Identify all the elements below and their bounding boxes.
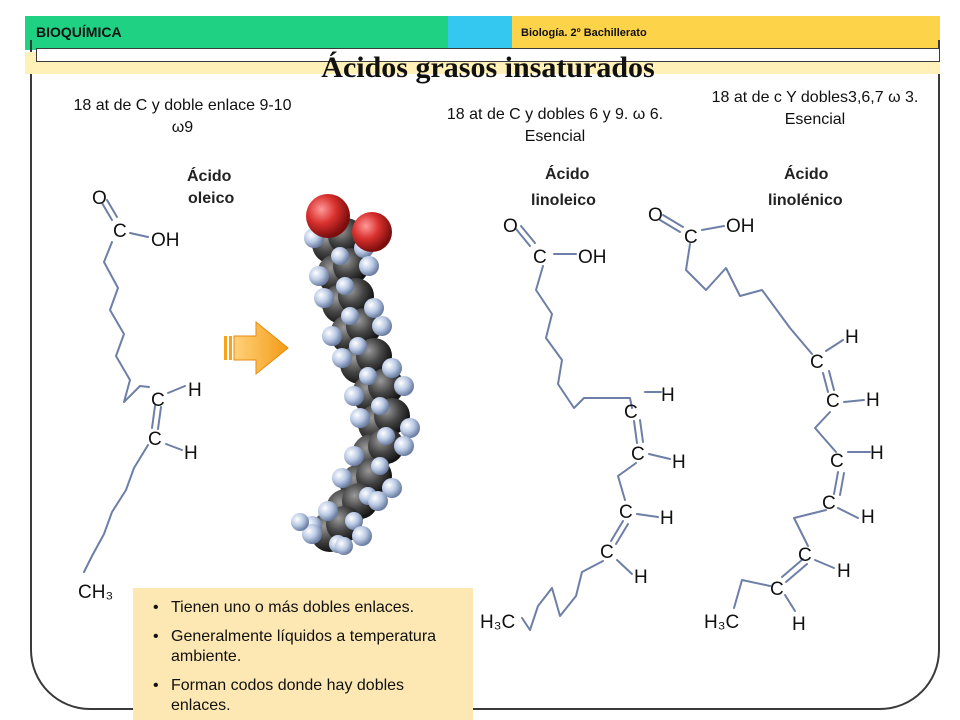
hydrogen-atom bbox=[364, 298, 384, 318]
hydrogen-atom bbox=[345, 512, 363, 530]
oleico-atom-c10: C bbox=[148, 429, 162, 450]
linoleico-name-1: Ácido bbox=[545, 164, 590, 183]
oleico-atom-c1: C bbox=[113, 221, 127, 242]
linolenico-atom-h9: H bbox=[870, 443, 884, 464]
linolenico-atom-c6: C bbox=[810, 352, 824, 373]
oleico-oh: OH bbox=[151, 230, 180, 251]
note-item: Forman codos donde hay dobles enlaces. bbox=[143, 676, 465, 716]
note-item: Tienen uno o más dobles enlaces. bbox=[143, 598, 465, 618]
caption-linolenico: 18 at de c Y dobles3,6,7 ω 3. Esencial bbox=[711, 89, 919, 128]
oleico-bonds bbox=[83, 199, 186, 573]
linolenico-atom-o: O bbox=[648, 205, 663, 226]
orange-arrow-icon bbox=[224, 320, 289, 376]
hydrogen-atom bbox=[359, 367, 377, 385]
linoleico-name-2: linoleico bbox=[531, 192, 596, 209]
linoleico-h3c: H₃C bbox=[480, 612, 515, 633]
linoleico-atom-c12: C bbox=[619, 502, 633, 523]
hydrogen-atom bbox=[331, 247, 349, 265]
linolenico-atom-c1: C bbox=[684, 227, 698, 248]
caption-oleico: 18 at de C y doble enlace 9-10 ω9 bbox=[73, 97, 292, 136]
notes-box: Tienen uno o más dobles enlaces. General… bbox=[133, 588, 473, 720]
slide-title: Ácidos grasos insaturados bbox=[321, 51, 655, 84]
hydrogen-atom bbox=[349, 337, 367, 355]
hydrogen-atom bbox=[332, 468, 352, 488]
linolenico-oh: OH bbox=[726, 216, 755, 237]
hydrogen-atom bbox=[335, 537, 353, 555]
linoleico-atom-c1: C bbox=[533, 247, 547, 268]
space-filling-model-icon bbox=[291, 194, 420, 555]
hydrogen-atom bbox=[341, 307, 359, 325]
linoleico-bonds bbox=[515, 225, 671, 631]
linolenico-atom-c12: C bbox=[798, 545, 812, 566]
hydrogen-atom bbox=[322, 326, 342, 346]
linoleico-atom-h12: H bbox=[660, 508, 674, 529]
linolenico-atom-h6: H bbox=[845, 327, 859, 348]
hydrogen-atom bbox=[291, 513, 309, 531]
hydrogen-atom bbox=[368, 491, 388, 511]
oleico-name-2: oleico bbox=[188, 190, 234, 207]
oxygen-atom bbox=[306, 194, 350, 238]
hydrogen-atom bbox=[359, 256, 379, 276]
hydrogen-atom bbox=[318, 501, 338, 521]
linoleico-atom-h9: H bbox=[661, 385, 675, 406]
carbon-atom bbox=[368, 428, 404, 464]
oleico-atom-h10: H bbox=[184, 443, 198, 464]
linoleico-atom-c10: C bbox=[631, 444, 645, 465]
linoleico-atom-c13: C bbox=[600, 542, 614, 563]
hydrogen-atom bbox=[336, 277, 354, 295]
hydrogen-atom bbox=[372, 316, 392, 336]
linolenico-atom-h7: H bbox=[866, 390, 880, 411]
hydrogen-atom bbox=[332, 348, 352, 368]
linolenico-bonds bbox=[659, 214, 871, 612]
oleico-ch3: CH₃ bbox=[78, 582, 113, 603]
linolenico-atom-c13: C bbox=[770, 579, 784, 600]
title-bar bbox=[36, 48, 940, 62]
linolenico-atom-c10: C bbox=[822, 493, 836, 514]
hydrogen-atom bbox=[394, 436, 414, 456]
note-item: Generalmente líquidos a temperatura ambi… bbox=[143, 627, 465, 667]
oxygen-atom bbox=[352, 212, 392, 252]
header-green-bar bbox=[25, 16, 448, 50]
linolenico-name-1: Ácido bbox=[784, 164, 829, 183]
hydrogen-atom bbox=[377, 427, 395, 445]
hydrogen-atom bbox=[394, 376, 414, 396]
hydrogen-atom bbox=[352, 526, 372, 546]
linolenico-name-2: linolénico bbox=[768, 192, 843, 209]
hydrogen-atom bbox=[382, 478, 402, 498]
linolenico-atom-c9: C bbox=[830, 451, 844, 472]
hydrogen-atom bbox=[344, 446, 364, 466]
oleico-atom-c9: C bbox=[151, 390, 165, 411]
header-subject: BIOQUÍMICA bbox=[36, 24, 122, 40]
hydrogen-atom bbox=[382, 358, 402, 378]
oleico-atom-o: O bbox=[92, 188, 107, 209]
linolenico-h3c: H₃C bbox=[704, 612, 739, 633]
hydrogen-atom bbox=[344, 386, 364, 406]
hydrogen-atom bbox=[314, 288, 334, 308]
linoleico-oh: OH bbox=[578, 247, 607, 268]
linolenico-atom-h13: H bbox=[792, 614, 806, 635]
hydrogen-atom bbox=[371, 457, 389, 475]
hydrogen-atom bbox=[400, 418, 420, 438]
hydrogen-atom bbox=[371, 397, 389, 415]
hydrogen-atom bbox=[309, 266, 329, 286]
oleico-atom-h9: H bbox=[188, 380, 202, 401]
header-blue-block bbox=[448, 16, 512, 52]
notes-list: Tienen uno o más dobles enlaces. General… bbox=[143, 598, 465, 716]
oleico-name-1: Ácido bbox=[187, 166, 232, 185]
linoleico-atom-c9: C bbox=[624, 402, 638, 423]
caption-linoleico: 18 at de C y dobles 6 y 9. ω 6. Esencial bbox=[446, 106, 664, 145]
header-course: Biología. 2º Bachillerato bbox=[521, 27, 647, 39]
hydrogen-atom bbox=[350, 408, 370, 428]
linolenico-atom-h12: H bbox=[837, 561, 851, 582]
linoleico-atom-h10: H bbox=[672, 452, 686, 473]
linoleico-atom-h13: H bbox=[634, 567, 648, 588]
content-frame bbox=[30, 40, 940, 710]
header-yellow-bar bbox=[512, 16, 940, 50]
linoleico-atom-o: O bbox=[503, 216, 518, 237]
linolenico-atom-c7: C bbox=[826, 391, 840, 412]
linolenico-atom-h10: H bbox=[861, 507, 875, 528]
hydrogen-atom bbox=[302, 524, 322, 544]
